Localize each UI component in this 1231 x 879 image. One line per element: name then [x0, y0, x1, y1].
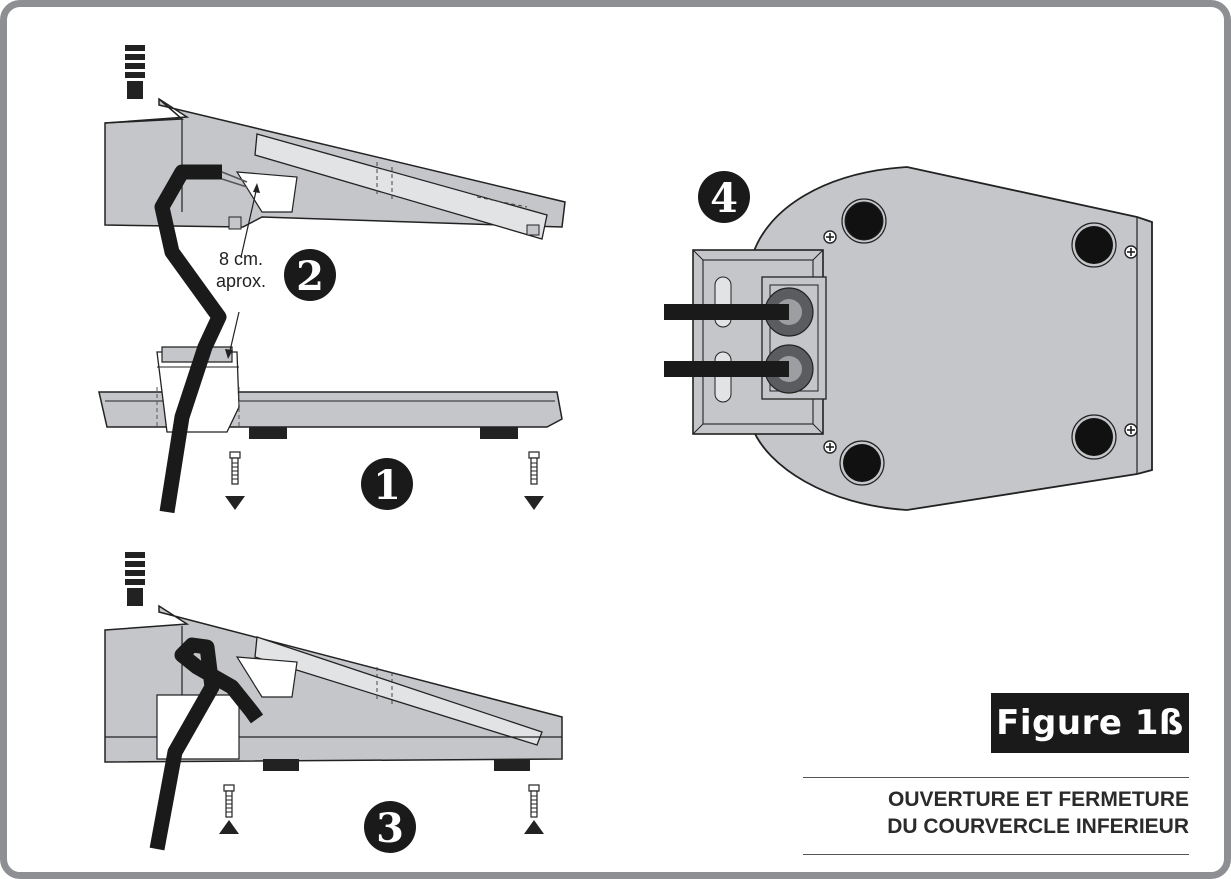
step-badge-4: 4: [698, 171, 750, 223]
step-badge-3: 3: [364, 801, 416, 853]
figure-caption: OUVERTURE ET FERMETURE DU COURVERCLE INF…: [803, 777, 1189, 855]
step-badge-2: 2: [284, 249, 336, 301]
cable-open: [154, 164, 227, 514]
pedal-base-plate: [98, 346, 563, 439]
figure-label: Figure 1ß: [991, 693, 1189, 753]
svg-text:1: 1: [373, 462, 401, 509]
svg-text:4: 4: [710, 175, 738, 222]
svg-text:2: 2: [296, 253, 324, 300]
pedal-top-cover-open: [104, 45, 566, 240]
caption-line-1: OUVERTURE ET FERMETURE: [887, 788, 1189, 811]
pedal-bottom-view: [664, 166, 1153, 511]
svg-text:3: 3: [376, 805, 404, 852]
cable-closed: [149, 637, 264, 851]
assembly-illustration: 8 cm. aprox. 1 2 3: [98, 45, 1153, 853]
caption-line-2: DU COURVERCLE INFERIEUR: [887, 815, 1189, 838]
length-annotation-line2: aprox.: [216, 271, 266, 291]
pedal-assembled: [104, 552, 563, 771]
length-annotation-line1: 8 cm.: [219, 249, 263, 269]
step-badge-1: 1: [361, 458, 413, 510]
